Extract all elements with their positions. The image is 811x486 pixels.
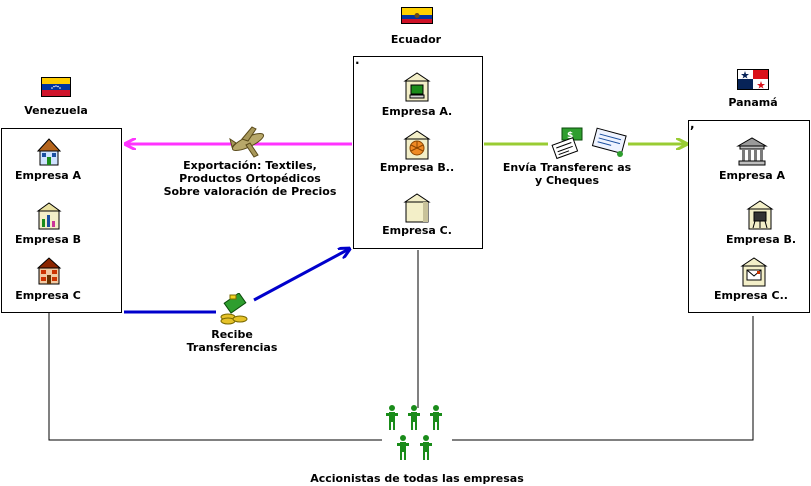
panama-company-b: Empresa B. — [725, 233, 797, 246]
export-caption-line1: Exportación: Textiles, — [183, 159, 317, 172]
airplane-icon — [229, 126, 265, 158]
venezuela-flag-icon — [41, 77, 71, 97]
venezuela-title: Venezuela — [24, 104, 88, 117]
ecuador-title: Ecuador — [390, 33, 442, 46]
venezuela-company-c: Empresa C — [15, 289, 81, 302]
ecuador-box-mark: . — [355, 53, 360, 67]
chart-building-icon — [36, 202, 62, 230]
house-icon — [36, 138, 62, 166]
receive-caption-line1: Recibe — [211, 328, 253, 341]
ecuador-company-c: Empresa C. — [382, 224, 452, 237]
shell-building-icon — [403, 130, 431, 160]
shareholders-label: Accionistas de todas las empresas — [310, 472, 524, 485]
money-icon — [220, 293, 248, 325]
easel-building-icon — [746, 200, 774, 230]
export-caption-line3: Sobre valoración de Precios — [163, 185, 337, 198]
bank-icon — [736, 137, 768, 166]
export-caption: Exportación: Textiles, Productos Ortopéd… — [160, 159, 340, 198]
receive-caption: Recibe Transferencias — [180, 328, 284, 354]
ecuador-flag-icon — [401, 7, 433, 24]
venezuela-company-a: Empresa A — [14, 169, 82, 182]
ecuador-company-a: Empresa A. — [381, 105, 453, 118]
blank-building-icon — [403, 193, 431, 223]
panama-box-mark: , — [690, 117, 695, 131]
panama-company-a: Empresa A — [718, 169, 786, 182]
svg-text:$: $ — [567, 131, 573, 141]
venezuela-box — [1, 128, 122, 313]
panama-title: Panamá — [728, 96, 778, 109]
receive-caption-line2: Transferencias — [186, 341, 278, 354]
brick-house-icon — [36, 257, 62, 285]
send-caption-line2: y Cheques — [534, 174, 600, 187]
checks-icon: $ — [551, 127, 627, 160]
panama-flag-icon — [737, 69, 769, 90]
computer-building-icon — [403, 72, 431, 102]
panama-company-c: Empresa C.. — [714, 289, 788, 302]
ecuador-company-b: Empresa B.. — [379, 161, 455, 174]
send-caption-line1: Envía Transferenc as — [502, 161, 632, 174]
shareholder-line-right — [452, 316, 754, 441]
mail-building-icon — [740, 257, 768, 287]
people-icon — [386, 405, 442, 460]
send-caption: Envía Transferenc as y Cheques — [500, 161, 634, 187]
export-caption-line2: Productos Ortopédicos — [179, 172, 321, 185]
shareholder-line-left — [48, 312, 382, 441]
venezuela-company-b: Empresa B — [15, 233, 81, 246]
